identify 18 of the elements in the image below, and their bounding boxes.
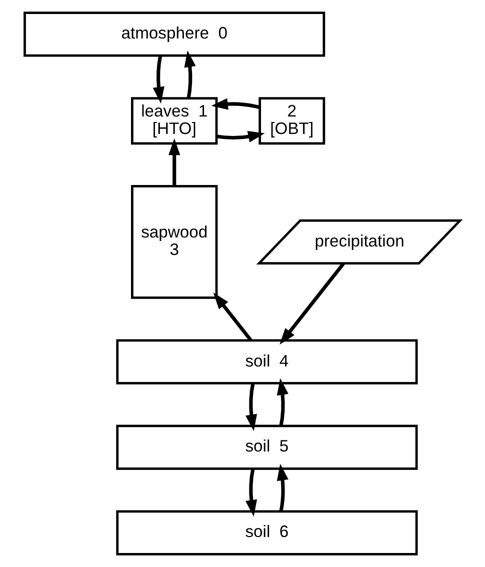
arrow <box>276 464 288 512</box>
arrow <box>246 383 258 432</box>
arrow <box>280 262 345 345</box>
node-box: soil 5 <box>116 424 418 470</box>
node-box: sapwood 3 <box>131 184 218 299</box>
arrow <box>168 138 180 186</box>
arrow <box>152 55 164 104</box>
node-box: soil 6 <box>116 510 418 556</box>
node-box: atmosphere 0 <box>24 12 326 57</box>
node-box: leaves 1 [HTO] <box>131 97 218 145</box>
arrow <box>246 468 258 517</box>
arrow <box>211 98 260 110</box>
node-box: 2 [OBT] <box>258 97 326 145</box>
arrow <box>216 131 265 142</box>
node-box: soil 4 <box>116 339 418 384</box>
arrow <box>213 292 252 342</box>
arrow <box>184 50 196 99</box>
arrow <box>276 378 288 426</box>
